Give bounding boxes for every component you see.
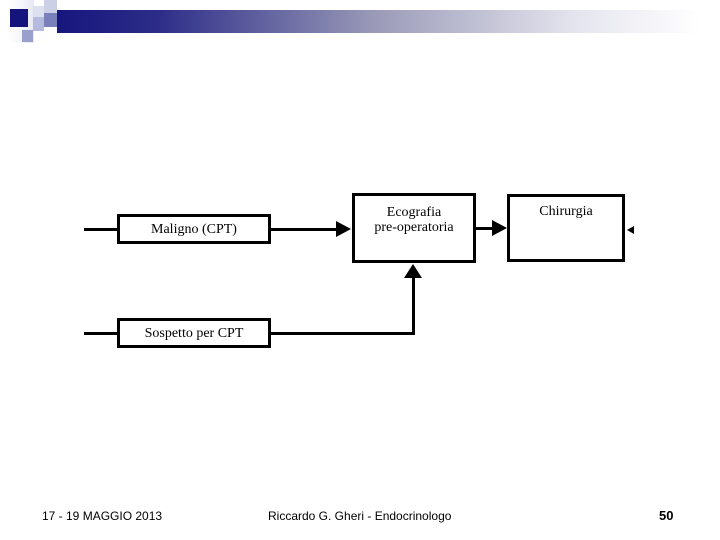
deco-square-medium xyxy=(44,13,57,27)
connector-ecografia-to-chirurgia xyxy=(474,227,494,230)
arrowhead-right-icon xyxy=(492,220,507,236)
connector-left-stub-maligno xyxy=(84,228,117,231)
deco-square-lavender xyxy=(33,17,44,31)
flowchart-box-ecografia-label-line1: Ecografia xyxy=(386,205,442,220)
flowchart-box-chirurgia: Chirurgia xyxy=(507,194,625,262)
footer-date: 17 - 19 MAGGIO 2013 xyxy=(42,509,163,523)
arrowhead-left-small-icon xyxy=(627,226,634,234)
flowchart-box-sospetto-label: Sospetto per CPT xyxy=(144,325,244,341)
deco-square-light xyxy=(44,0,57,13)
deco-square-navy xyxy=(10,9,28,27)
flowchart-box-ecografia: Ecografia pre-operatoria xyxy=(352,193,476,263)
flowchart-box-maligno-label: Maligno (CPT) xyxy=(151,221,237,237)
flowchart-box-ecografia-label-line2: pre-operatoria xyxy=(374,220,454,235)
arrowhead-up-icon xyxy=(404,264,422,278)
flowchart-box-chirurgia-label: Chirurgia xyxy=(539,204,593,219)
header-gradient-bar xyxy=(57,10,720,33)
connector-sospetto-horizontal xyxy=(269,332,415,335)
footer-page-number: 50 xyxy=(659,508,674,523)
deco-square-purple xyxy=(22,30,33,42)
flowchart-box-sospetto: Sospetto per CPT xyxy=(117,318,271,348)
connector-maligno-to-ecografia xyxy=(269,228,337,231)
arrowhead-right-icon xyxy=(336,221,351,237)
deco-square-faint xyxy=(33,6,44,17)
connector-left-stub-sospetto xyxy=(84,332,117,335)
footer-author: Riccardo G. Gheri - Endocrinologo xyxy=(268,509,452,523)
flowchart-box-maligno: Maligno (CPT) xyxy=(117,214,271,244)
connector-sospetto-vertical xyxy=(412,277,415,335)
